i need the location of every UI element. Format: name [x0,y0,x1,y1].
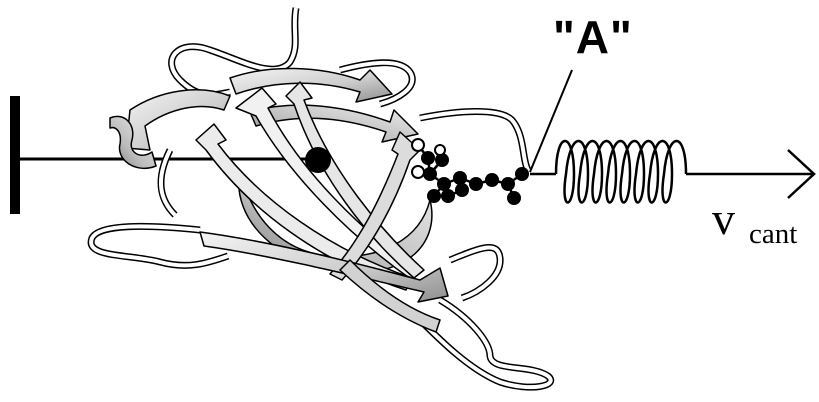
velocity-symbol: v [712,196,735,242]
velocity-subscript: cant [749,220,797,249]
pointer-line-A [530,70,572,172]
spring-icon [530,141,814,203]
core-atom [305,147,331,173]
protein-ribbon [91,8,551,387]
pull-point-label: "A" [553,14,633,60]
